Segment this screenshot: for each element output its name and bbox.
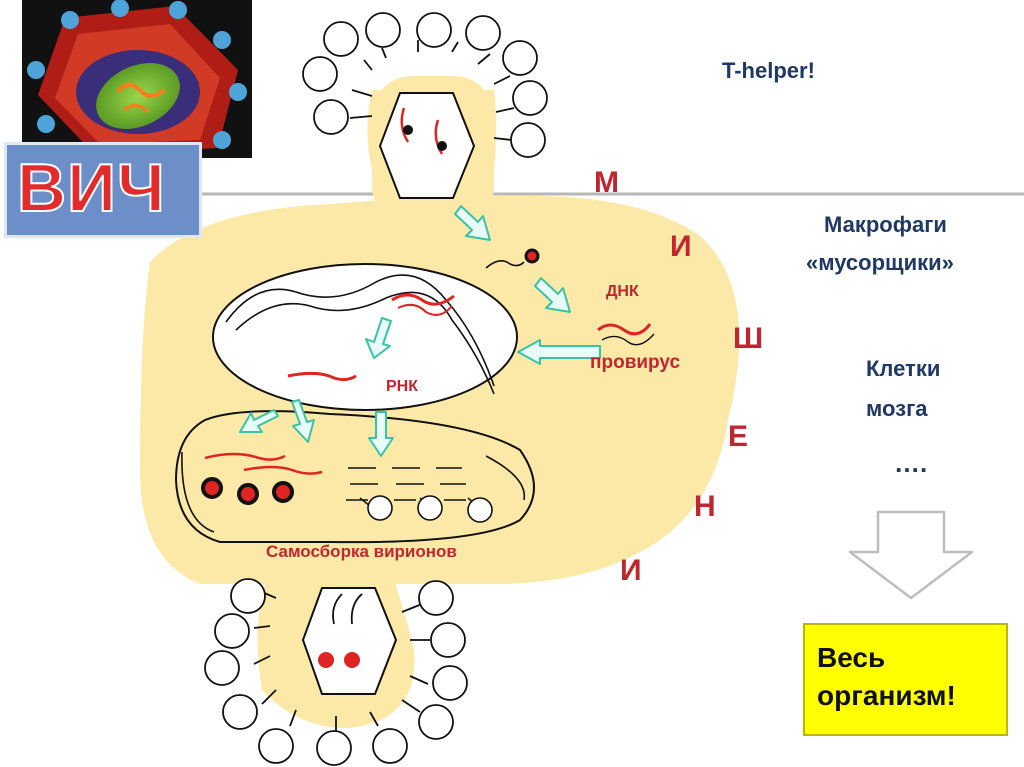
mishen-letter-2: И xyxy=(670,230,692,263)
whole-body-label: Весь организм! xyxy=(817,639,1007,715)
mishen-letter-1: М xyxy=(594,166,619,199)
mishen-letter-6: И xyxy=(620,554,642,587)
host-dna-strand xyxy=(225,274,495,387)
brain-cells-label-line2: мозга xyxy=(866,396,928,421)
assembled-virion-cores xyxy=(201,477,294,505)
rna-strand xyxy=(204,452,286,461)
viral-dna xyxy=(597,323,652,336)
rna-strand xyxy=(243,465,323,475)
incoming-virion xyxy=(302,12,548,199)
dnk-label: ДНК xyxy=(606,283,639,300)
brain-cells-label-line1: Клетки xyxy=(866,356,941,381)
process-arrows xyxy=(239,205,601,457)
hiv-virion-image xyxy=(22,0,252,161)
provirus-label: провирус xyxy=(590,352,681,373)
mishen-letter-3: Ш xyxy=(733,322,764,355)
whole-body-line1: Весь xyxy=(817,642,886,673)
t-helper-label: T-helper! xyxy=(722,58,815,83)
self-assembly-label: Самосборка вирионов xyxy=(266,542,457,561)
macrophages-label-line2: «мусорщики» xyxy=(806,250,954,275)
rnk-label: РНК xyxy=(386,378,418,395)
macrophages-label-line1: Макрофаги xyxy=(824,212,947,237)
outline-down-arrow-icon xyxy=(848,510,974,600)
cytoplasm-compartment xyxy=(174,410,535,544)
whole-body-line2: организм! xyxy=(817,680,956,711)
released-viral-rna xyxy=(485,260,525,269)
integrated-viral-dna xyxy=(391,293,455,306)
envelope-proteins-assembling xyxy=(359,495,493,523)
hiv-title: ВИЧ xyxy=(16,149,166,227)
protein-translation-lines xyxy=(346,467,466,501)
mishen-letter-4: Е xyxy=(728,420,749,453)
hiv-title-badge: ВИЧ xyxy=(4,142,202,238)
cell-nucleus xyxy=(212,263,518,411)
ellipsis-label: …. xyxy=(894,448,928,478)
mishen-letter-5: Н xyxy=(694,490,716,523)
outgoing-virion xyxy=(204,578,468,766)
rna-in-nucleus xyxy=(287,371,357,382)
whole-body-box: Весь организм! xyxy=(803,623,1008,736)
